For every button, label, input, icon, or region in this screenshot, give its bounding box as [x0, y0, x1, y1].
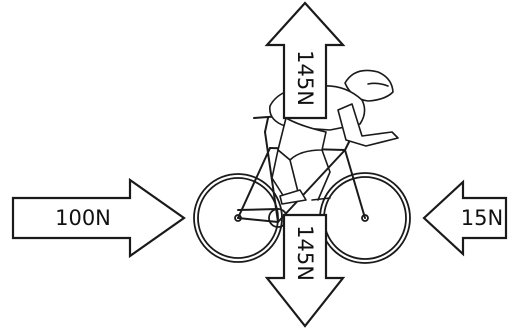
force-arrow-down: 145N — [264, 213, 346, 328]
force-arrow-left: 100N — [11, 177, 186, 259]
force-label-down: 145N — [293, 225, 317, 281]
force-label-left: 100N — [55, 206, 111, 230]
force-label-up: 145N — [293, 50, 317, 106]
force-label-right: 15N — [461, 206, 503, 230]
force-arrow-right: 15N — [422, 179, 508, 257]
force-arrow-up: 145N — [264, 1, 346, 120]
